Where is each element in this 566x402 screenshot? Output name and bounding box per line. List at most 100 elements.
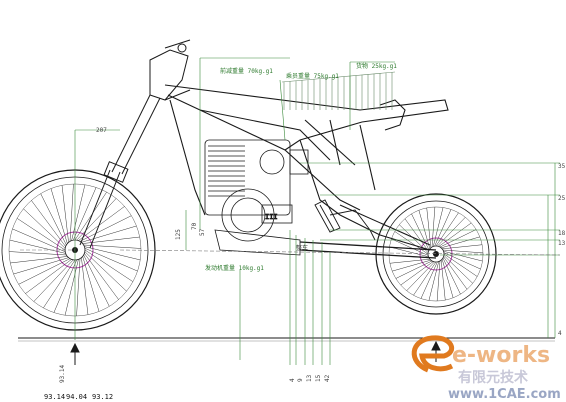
spoke (81, 225, 137, 243)
spoke (33, 259, 74, 302)
bottom-readout-c: 93.12 (92, 393, 113, 401)
front-fork (79, 39, 191, 249)
spoke (25, 259, 72, 294)
spoke (428, 261, 439, 301)
spoke (76, 198, 117, 241)
spoke (389, 258, 430, 264)
bottom-dim-2: 9 (297, 378, 304, 382)
spoke (426, 207, 432, 248)
bottom-readout-b: 94.04 (66, 393, 87, 401)
spoke (12, 228, 66, 252)
spoke (83, 244, 141, 249)
spoke (82, 236, 140, 244)
right-dim-4: 13 (558, 240, 566, 247)
bottom-readout-a: 93.14 (44, 393, 65, 401)
spoke (53, 259, 77, 313)
spoke (436, 260, 441, 302)
spoke (437, 217, 466, 247)
cargo-load-label: 货物 25kg.g1 (356, 62, 397, 70)
center-label: 整车 (296, 244, 308, 252)
spoke (404, 218, 429, 252)
spoke (64, 259, 79, 316)
spoke (431, 206, 436, 248)
spoke (84, 248, 138, 272)
spoke (442, 244, 483, 250)
rear-suspension (299, 199, 437, 259)
rear-wheel (375, 193, 497, 315)
engine-weight-label: 发动机重量 10kg.g1 (205, 264, 264, 272)
engine: III (204, 139, 309, 256)
spoke (18, 258, 71, 285)
watermark-logo-text: e-works (452, 343, 550, 368)
spoke (420, 261, 438, 299)
right-dim-5: 4 (558, 330, 562, 337)
spoke (400, 261, 434, 286)
spoke (9, 251, 67, 256)
right-dim-3: 18 (558, 230, 566, 237)
spoke (391, 238, 429, 256)
spoke (406, 261, 435, 291)
spoke (442, 257, 461, 295)
spoke (82, 256, 100, 312)
spoke (394, 231, 429, 255)
spoke (23, 208, 66, 249)
bottom-dim-5: 42 (324, 374, 331, 382)
right-dim-1: 35 (558, 163, 566, 170)
spoke (84, 251, 127, 292)
spoke (9, 239, 66, 254)
spoke (73, 187, 97, 241)
spoke (442, 249, 484, 254)
spoke (440, 260, 446, 301)
spoke (443, 251, 483, 262)
seat-load-hatch (281, 71, 396, 110)
watermark: e-works 有限元技术 www.1CAE.com (411, 335, 561, 402)
vertical-dim-2: 70 (191, 222, 198, 230)
fork-dimension-label: 207 (96, 127, 107, 134)
spoke (13, 257, 69, 275)
engine-logo-text: III (265, 213, 278, 221)
spoke (443, 253, 478, 277)
spoke (413, 261, 437, 296)
spoke (433, 207, 444, 247)
right-dim-2: 25 (558, 195, 566, 202)
spoke (10, 256, 68, 264)
spoke (395, 260, 433, 279)
ground-line (18, 337, 555, 342)
spoke (441, 236, 480, 249)
spoke (389, 246, 429, 257)
spoke (81, 257, 89, 315)
spoke (31, 200, 66, 247)
bottom-dim-3: 13 (306, 374, 313, 382)
spoke (435, 212, 459, 247)
spoke (61, 185, 69, 243)
bottom-readout-1: 93.14 (59, 365, 66, 383)
eworks-logo-mark: e-works (411, 335, 550, 373)
rider-load-label: 乘员重量 75kg.g1 (286, 72, 339, 80)
load-arrows (70, 340, 441, 365)
spoke (84, 253, 119, 300)
spoke (76, 258, 81, 316)
spoke (71, 184, 86, 241)
spoke (438, 222, 472, 247)
vertical-dim-1: 125 (175, 229, 182, 240)
spoke (69, 184, 74, 242)
spoke (50, 188, 68, 244)
bottom-dim-4: 15 (315, 374, 322, 382)
frame (164, 84, 449, 251)
spoke (40, 193, 67, 246)
spoke (441, 259, 454, 298)
spoke (443, 255, 473, 284)
front-load-label: 前减重量 70kg.g1 (220, 67, 273, 75)
spoke (43, 259, 76, 309)
spoke (392, 259, 431, 272)
spoke (16, 218, 66, 251)
dimension-lines (20, 57, 561, 365)
watermark-subtitle: 有限元技术 (458, 369, 528, 386)
spoke (84, 246, 141, 261)
spoke (418, 210, 431, 249)
spoke (79, 215, 132, 242)
spoke (74, 191, 107, 241)
watermark-site: www.1CAE.com (448, 387, 561, 402)
